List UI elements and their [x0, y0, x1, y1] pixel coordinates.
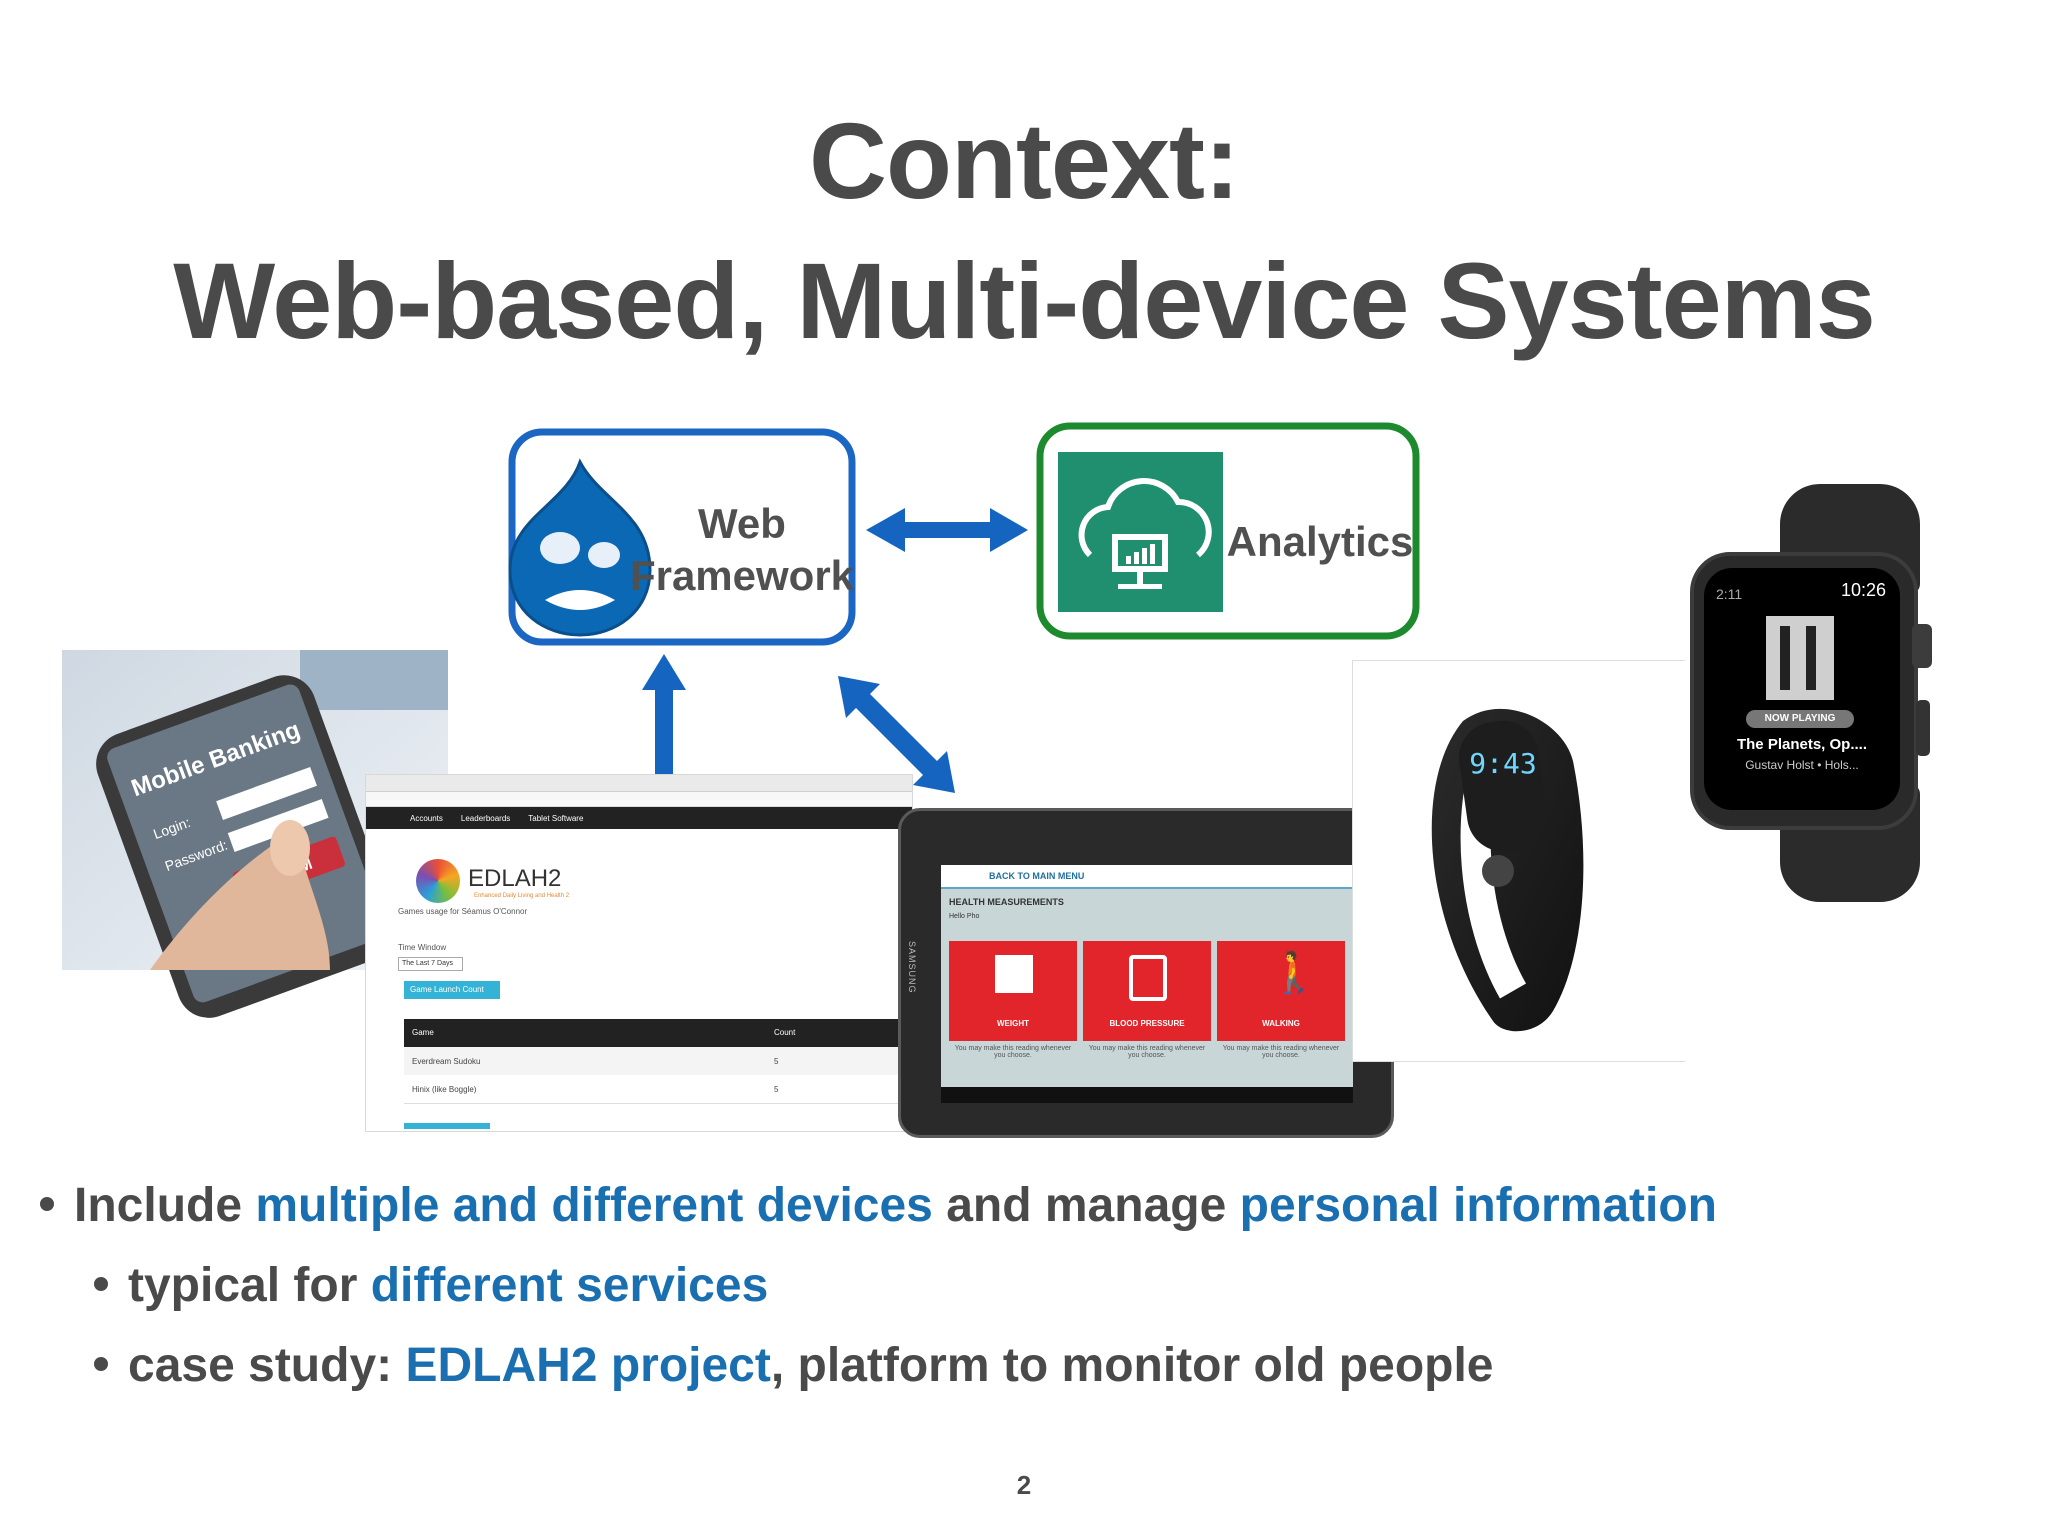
album-art: [1766, 616, 1834, 700]
analytics-node: Analytics: [1036, 422, 1420, 640]
drupal-logo-icon: [508, 458, 652, 637]
row-count: 5: [774, 1085, 779, 1094]
bullet1-highlight-personal-info: personal information: [1239, 1179, 1717, 1232]
time-window-label: Time Window: [398, 943, 447, 952]
bullet-item-2: typical for different services: [94, 1258, 768, 1313]
dashboard-footer-bar: [404, 1123, 490, 1129]
scale-icon: [995, 955, 1033, 993]
bullet1-pre: Include: [74, 1179, 243, 1232]
row-game: Everdream Sudoku: [412, 1057, 481, 1066]
web-framework-label-line1: Web: [698, 500, 786, 547]
now-playing-badge: NOW PLAYING: [1746, 710, 1854, 728]
smart-watch-image: 2:11 10:26 NOW PLAYING The Planets, Op..…: [1690, 484, 2002, 902]
bullet1-mid: and manage: [946, 1179, 1227, 1232]
table-header: Game Count: [404, 1019, 912, 1047]
watch-case: 2:11 10:26 NOW PLAYING The Planets, Op..…: [1690, 552, 1918, 830]
watch-time: 10:26: [1840, 580, 1886, 600]
bullet-item-1: Include multiple and different devices a…: [40, 1178, 1717, 1233]
tablet-top-bar: [941, 865, 1353, 889]
bullet3-pre: case study:: [128, 1339, 393, 1392]
tile-note: You may make this reading whenever you c…: [954, 1045, 1072, 1059]
nav-leaderboards[interactable]: Leaderboards: [460, 813, 511, 823]
usage-text: Games usage for Séamus O'Connor: [398, 907, 528, 916]
tablet-screen: BACK TO MAIN MENU HEALTH MEASUREMENTS He…: [941, 865, 1353, 1103]
game-launch-count-button[interactable]: Game Launch Count: [404, 981, 500, 999]
watch-left-time: 2:11: [1716, 586, 1743, 602]
weight-tile[interactable]: WEIGHT: [949, 941, 1077, 1041]
dashboard-brand-sub: Enhanced Daily Living and Health 2: [474, 893, 570, 899]
nav-accounts[interactable]: Accounts: [410, 813, 443, 823]
header-count: Count: [774, 1028, 796, 1037]
time-window-select[interactable]: The Last 7 Days: [398, 957, 463, 971]
bullet-dot: [94, 1277, 108, 1292]
tablet-device: SAMSUNG BACK TO MAIN MENU HEALTH MEASURE…: [898, 808, 1394, 1138]
table-row: Everdream Sudoku 5: [404, 1047, 912, 1076]
tile-label: WALKING: [1262, 1019, 1300, 1028]
arrow-web-laptop: [642, 654, 686, 812]
track-title: The Planets, Op....: [1736, 736, 1868, 753]
bullet2-highlight-services: different services: [370, 1259, 769, 1312]
tile-note: You may make this reading whenever you c…: [1088, 1045, 1206, 1059]
bullet3-highlight-project: EDLAH2 project: [405, 1339, 771, 1392]
row-game: Hinix (like Boggle): [412, 1085, 477, 1094]
web-dashboard-screenshot: Accounts Leaderboards Tablet Software ED…: [365, 774, 913, 1132]
back-to-menu-link[interactable]: BACK TO MAIN MENU: [989, 871, 1085, 881]
dashboard-brand: EDLAH2: [468, 865, 562, 892]
health-greeting: Hello Pho: [949, 913, 980, 920]
slide-title-line2: Web-based, Multi-device Systems: [173, 240, 1876, 361]
row-count: 5: [774, 1057, 779, 1066]
walking-icon: 🚶: [1269, 951, 1319, 995]
web-framework-label-line2: Framework: [630, 552, 855, 599]
table-row: Hinix (like Boggle) 5: [404, 1075, 912, 1104]
arrow-web-tablet: [838, 676, 955, 793]
tile-note: You may make this reading whenever you c…: [1222, 1045, 1340, 1059]
bullet1-highlight-devices: multiple and different devices: [255, 1179, 933, 1232]
health-title: HEALTH MEASUREMENTS: [949, 897, 1064, 907]
dashboard-nav: Accounts Leaderboards Tablet Software: [366, 807, 912, 829]
blood-pressure-tile[interactable]: BLOOD PRESSURE: [1083, 941, 1211, 1041]
watch-side-button[interactable]: [1916, 700, 1930, 756]
bullet-item-3: case study: EDLAH2 project, platform to …: [94, 1338, 1493, 1393]
android-nav-bar: [941, 1087, 1353, 1103]
page-number: 2: [1016, 1470, 1032, 1500]
bullet-dot: [40, 1197, 54, 1212]
slide-title-line1: Context:: [809, 100, 1240, 221]
bullet-dot: [94, 1357, 108, 1372]
watch-crown[interactable]: [1912, 624, 1932, 668]
walking-tile[interactable]: 🚶 WALKING: [1217, 941, 1345, 1041]
track-artist: Gustav Holst • Hols...: [1745, 758, 1859, 772]
edlah2-logo-icon: [416, 859, 460, 903]
arrow-web-analytics: [866, 508, 1028, 552]
bullet3-post: , platform to monitor old people: [770, 1339, 1494, 1392]
header-game: Game: [412, 1028, 434, 1037]
blood-pressure-icon: [1129, 955, 1167, 1001]
nav-tablet-software[interactable]: Tablet Software: [528, 813, 584, 823]
fitness-band-image: 9:43: [1352, 660, 1685, 1062]
band-time: 9:43: [1469, 747, 1536, 780]
analytics-label: Analytics: [1227, 518, 1414, 565]
tablet-brand: SAMSUNG: [907, 941, 917, 994]
browser-tab-bar: [366, 775, 912, 792]
web-framework-node: Web Framework: [508, 428, 856, 646]
tile-label: WEIGHT: [997, 1019, 1029, 1028]
tile-label: BLOOD PRESSURE: [1109, 1019, 1185, 1028]
bullet2-pre: typical for: [128, 1259, 358, 1312]
watch-screen: 2:11 10:26 NOW PLAYING The Planets, Op..…: [1704, 568, 1900, 810]
browser-address-bar: [366, 792, 912, 807]
